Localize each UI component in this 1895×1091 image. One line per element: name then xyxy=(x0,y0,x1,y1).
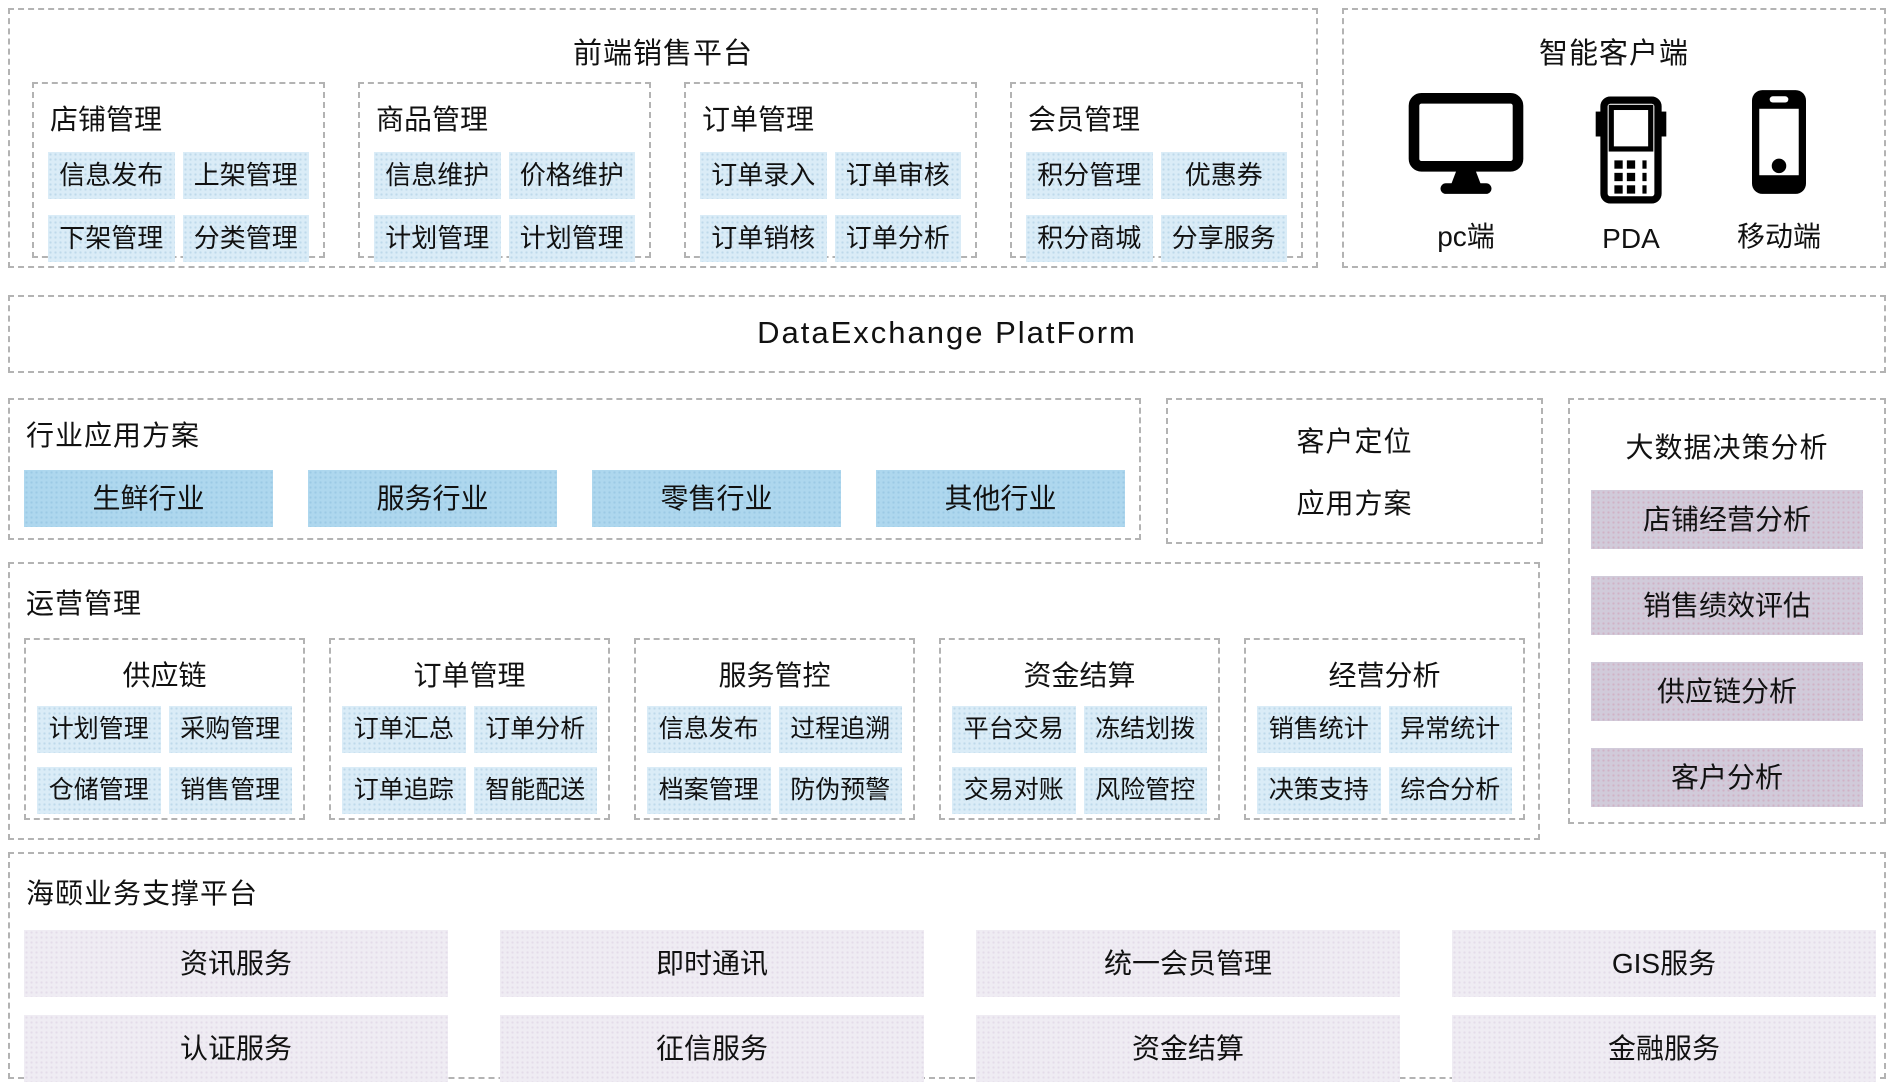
module-chip[interactable]: 采购管理 xyxy=(168,706,292,753)
service-chip[interactable]: 征信服务 xyxy=(500,1015,924,1082)
device-label: pc端 xyxy=(1437,221,1495,252)
data-exchange-title: DataExchange PlatForm xyxy=(757,315,1137,350)
module-chip[interactable]: 计划管理 xyxy=(37,706,161,753)
service-chip[interactable]: 资金结算 xyxy=(976,1015,1400,1082)
module-chip[interactable]: 订单分析 xyxy=(473,706,597,753)
analysis-chip[interactable]: 供应链分析 xyxy=(1591,662,1863,721)
module-chip[interactable]: 计划管理 xyxy=(374,215,501,262)
analysis-chip[interactable]: 销售绩效评估 xyxy=(1591,576,1863,635)
customer-positioning-line2: 应用方案 xyxy=(1296,488,1413,519)
ops-group-service-control: 服务管控 信息发布 过程追溯 档案管理 防伪预警 xyxy=(634,638,915,820)
mobile-icon xyxy=(1747,88,1811,201)
device-mobile: 移动端 xyxy=(1737,88,1821,255)
industry-chip[interactable]: 服务行业 xyxy=(308,470,557,527)
ops-group-fund-settlement: 资金结算 平台交易 冻结划拨 交易对账 风险管控 xyxy=(939,638,1220,820)
support-platform-section: 海颐业务支撑平台 资讯服务 即时通讯 统一会员管理 GIS服务 认证服务 征信服… xyxy=(8,852,1886,1082)
module-chip[interactable]: 优惠券 xyxy=(1160,152,1287,199)
smart-client-title: 智能客户端 xyxy=(1538,38,1689,70)
service-chip[interactable]: GIS服务 xyxy=(1452,930,1876,997)
group-title: 订单管理 xyxy=(702,104,815,135)
device-label: 移动端 xyxy=(1736,221,1821,252)
service-chip[interactable]: 认证服务 xyxy=(24,1015,448,1082)
device-pc: pc端 xyxy=(1407,92,1525,255)
industry-chip[interactable]: 其他行业 xyxy=(876,470,1125,527)
module-chip[interactable]: 分类管理 xyxy=(182,215,309,262)
module-chip[interactable]: 积分管理 xyxy=(1026,152,1153,199)
ops-group-order-management: 订单管理 订单汇总 订单分析 订单追踪 智能配送 xyxy=(329,638,610,820)
group-order-management: 订单管理 订单录入 订单审核 订单销核 订单分析 xyxy=(684,82,977,262)
module-chip[interactable]: 订单汇总 xyxy=(342,706,466,753)
service-chip[interactable]: 资讯服务 xyxy=(24,930,448,997)
frontend-groups: 店铺管理 信息发布 上架管理 下架管理 分类管理 商品管理 信息维护 价格维护 … xyxy=(32,82,1303,262)
bigdata-analysis-title: 大数据决策分析 xyxy=(1625,432,1829,463)
module-chip[interactable]: 订单分析 xyxy=(834,215,961,262)
group-store-management: 店铺管理 信息发布 上架管理 下架管理 分类管理 xyxy=(32,82,325,262)
module-chip[interactable]: 订单追踪 xyxy=(342,767,466,814)
module-chip[interactable]: 销售统计 xyxy=(1257,706,1381,753)
module-chip[interactable]: 订单销核 xyxy=(700,215,827,262)
module-chip[interactable]: 上架管理 xyxy=(182,152,309,199)
ops-group-business-analysis: 经营分析 销售统计 异常统计 决策支持 综合分析 xyxy=(1244,638,1525,820)
service-chip[interactable]: 金融服务 xyxy=(1452,1015,1876,1082)
module-chip[interactable]: 防伪预警 xyxy=(778,767,902,814)
module-chip[interactable]: 异常统计 xyxy=(1388,706,1512,753)
data-exchange-platform: DataExchange PlatForm xyxy=(8,295,1886,373)
group-title: 经营分析 xyxy=(1328,660,1441,691)
module-chip[interactable]: 冻结划拨 xyxy=(1083,706,1207,753)
module-chip[interactable]: 过程追溯 xyxy=(778,706,902,753)
device-label: PDA xyxy=(1602,223,1660,254)
ops-group-supply-chain: 供应链 计划管理 采购管理 仓储管理 销售管理 xyxy=(24,638,305,820)
industry-chip[interactable]: 零售行业 xyxy=(592,470,841,527)
service-chip[interactable]: 统一会员管理 xyxy=(976,930,1400,997)
pda-icon xyxy=(1591,96,1671,209)
industry-chip[interactable]: 生鲜行业 xyxy=(24,470,273,527)
group-member-management: 会员管理 积分管理 优惠券 积分商城 分享服务 xyxy=(1010,82,1303,262)
industry-solutions-section: 行业应用方案 生鲜行业 服务行业 零售行业 其他行业 xyxy=(8,398,1141,540)
service-chip[interactable]: 即时通讯 xyxy=(500,930,924,997)
module-chip[interactable]: 信息维护 xyxy=(374,152,501,199)
group-product-management: 商品管理 信息维护 价格维护 计划管理 计划管理 xyxy=(358,82,651,262)
smart-client-section: 智能客户端 pc端 xyxy=(1342,8,1886,268)
module-chip[interactable]: 分享服务 xyxy=(1160,215,1287,262)
group-title: 服务管控 xyxy=(718,660,831,691)
frontend-platform-title: 前端销售平台 xyxy=(572,38,753,70)
module-chip[interactable]: 综合分析 xyxy=(1388,767,1512,814)
group-title: 资金结算 xyxy=(1023,660,1136,691)
module-chip[interactable]: 下架管理 xyxy=(48,215,175,262)
analysis-chip[interactable]: 客户分析 xyxy=(1591,748,1863,807)
frontend-platform-section: 前端销售平台 店铺管理 信息发布 上架管理 下架管理 分类管理 商品管理 信息维… xyxy=(8,8,1318,268)
module-chip[interactable]: 仓储管理 xyxy=(37,767,161,814)
desktop-icon xyxy=(1407,92,1525,201)
group-title: 店铺管理 xyxy=(50,104,163,135)
module-chip[interactable]: 档案管理 xyxy=(647,767,771,814)
module-chip[interactable]: 平台交易 xyxy=(952,706,1076,753)
customer-positioning-line1: 客户定位 xyxy=(1296,426,1413,457)
module-chip[interactable]: 智能配送 xyxy=(473,767,597,814)
module-chip[interactable]: 决策支持 xyxy=(1257,767,1381,814)
analysis-chip[interactable]: 店铺经营分析 xyxy=(1591,490,1863,549)
group-title: 订单管理 xyxy=(413,660,526,691)
support-platform-title: 海颐业务支撑平台 xyxy=(26,878,259,909)
operations-title: 运营管理 xyxy=(26,588,143,619)
group-title: 供应链 xyxy=(122,660,207,691)
module-chip[interactable]: 销售管理 xyxy=(168,767,292,814)
customer-positioning-section: 客户定位 应用方案 xyxy=(1166,398,1543,544)
module-chip[interactable]: 风险管控 xyxy=(1083,767,1207,814)
group-title: 商品管理 xyxy=(376,104,489,135)
operations-section: 运营管理 供应链 计划管理 采购管理 仓储管理 销售管理 订单管理 订单汇总 订… xyxy=(8,562,1540,840)
module-chip[interactable]: 信息发布 xyxy=(48,152,175,199)
module-chip[interactable]: 价格维护 xyxy=(508,152,635,199)
module-chip[interactable]: 订单审核 xyxy=(834,152,961,199)
module-chip[interactable]: 信息发布 xyxy=(647,706,771,753)
device-pda: PDA xyxy=(1591,96,1671,255)
module-chip[interactable]: 交易对账 xyxy=(952,767,1076,814)
module-chip[interactable]: 订单录入 xyxy=(700,152,827,199)
group-title: 会员管理 xyxy=(1028,104,1141,135)
bigdata-analysis-section: 大数据决策分析 店铺经营分析 销售绩效评估 供应链分析 客户分析 xyxy=(1568,398,1886,824)
module-chip[interactable]: 积分商城 xyxy=(1026,215,1153,262)
module-chip[interactable]: 计划管理 xyxy=(508,215,635,262)
industry-solutions-title: 行业应用方案 xyxy=(26,420,201,451)
